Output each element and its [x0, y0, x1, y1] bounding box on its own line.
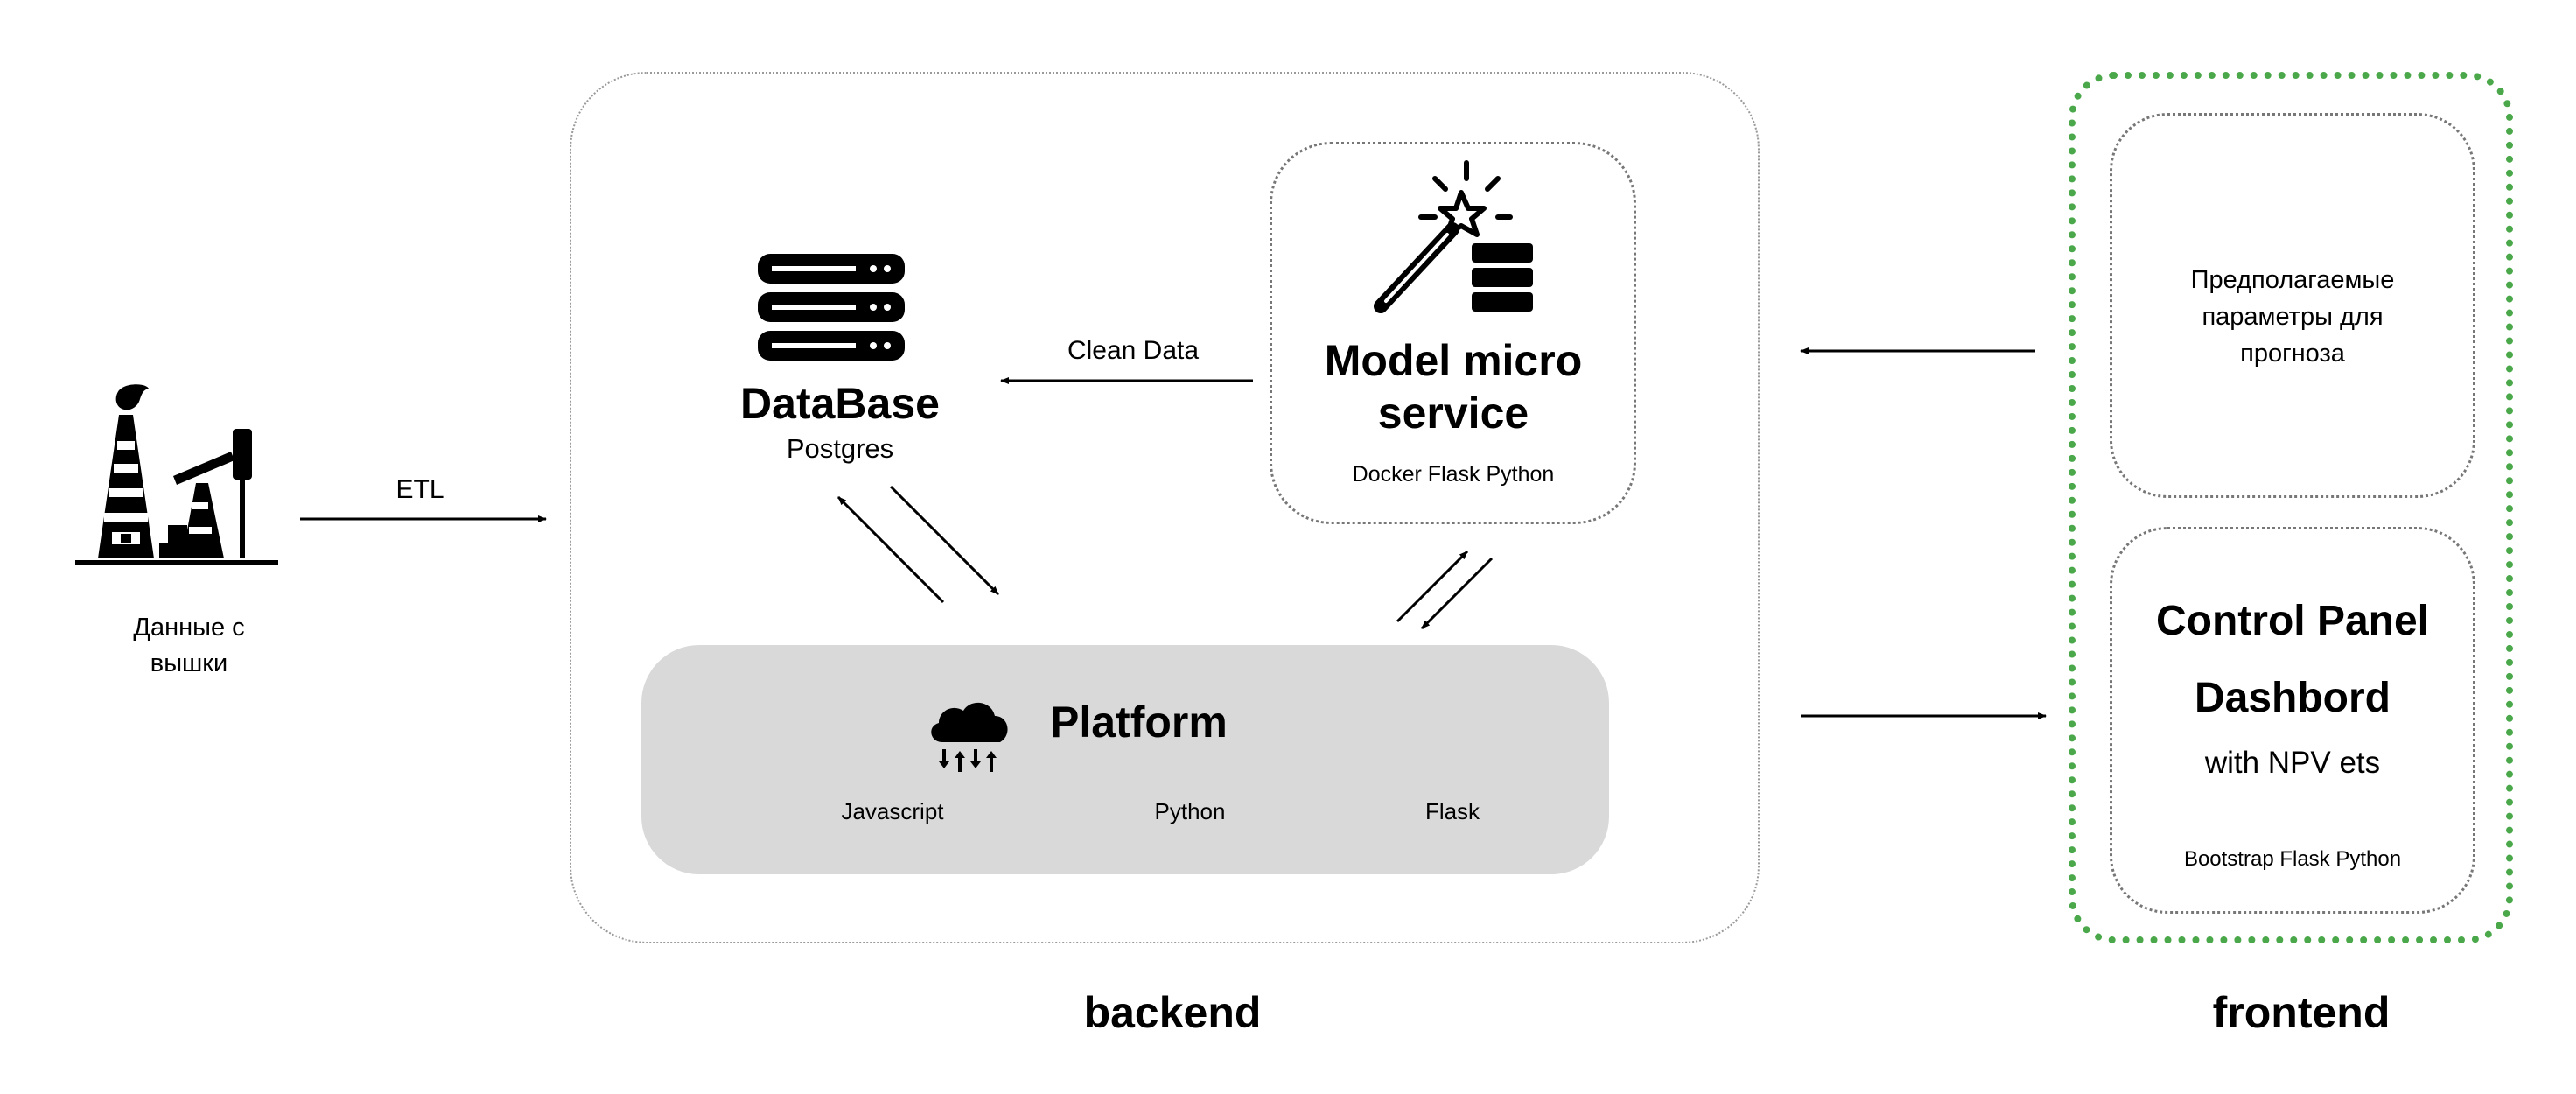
model-to-platform-arrow	[1420, 557, 1494, 630]
server-stack-icon	[758, 254, 905, 361]
cloud-arrows-icon	[931, 702, 1008, 772]
platform-tech-javascript: Javascript	[841, 798, 944, 824]
etl-label: ETL	[396, 475, 444, 504]
forecast-params-box	[2110, 113, 2475, 498]
database-title: DataBase	[740, 379, 940, 428]
platform-to-model-arrow	[1396, 550, 1469, 623]
control-panel-tech: Bootstrap Flask Python	[2183, 847, 2402, 871]
frontend-container	[2068, 72, 2513, 943]
platform-title: Platform	[1050, 698, 1228, 747]
source-label: Данные с вышки	[133, 614, 245, 677]
dashboard-title: Dashbord	[2194, 675, 2390, 721]
oil-rig-pumpjack-icon	[75, 384, 278, 565]
control-panel-box	[2110, 527, 2475, 914]
backend-container	[570, 72, 1760, 943]
db-to-platform-arrow	[889, 485, 1000, 596]
platform-tech-python: Python	[1154, 798, 1226, 824]
clean-data-label: Clean Data	[1067, 336, 1200, 365]
model-title: Model micro service	[1324, 336, 1583, 438]
model-service-box	[1270, 142, 1636, 524]
backend-label: backend	[1083, 988, 1262, 1037]
npv-note: with NPV ets	[2204, 746, 2381, 780]
platform-to-db-arrow	[836, 495, 945, 604]
forecast-params-text: Предполагаемые параметры для прогноза	[2190, 266, 2395, 368]
platform-tech-flask: Flask	[1424, 798, 1480, 824]
model-tech: Docker Flask Python	[1352, 462, 1555, 487]
magic-wand-database-icon	[1374, 160, 1533, 313]
frontend-label: frontend	[2212, 988, 2390, 1037]
database-subtitle: Postgres	[786, 433, 894, 464]
control-panel-title: Control Panel	[2155, 598, 2430, 644]
platform-box	[641, 645, 1609, 874]
